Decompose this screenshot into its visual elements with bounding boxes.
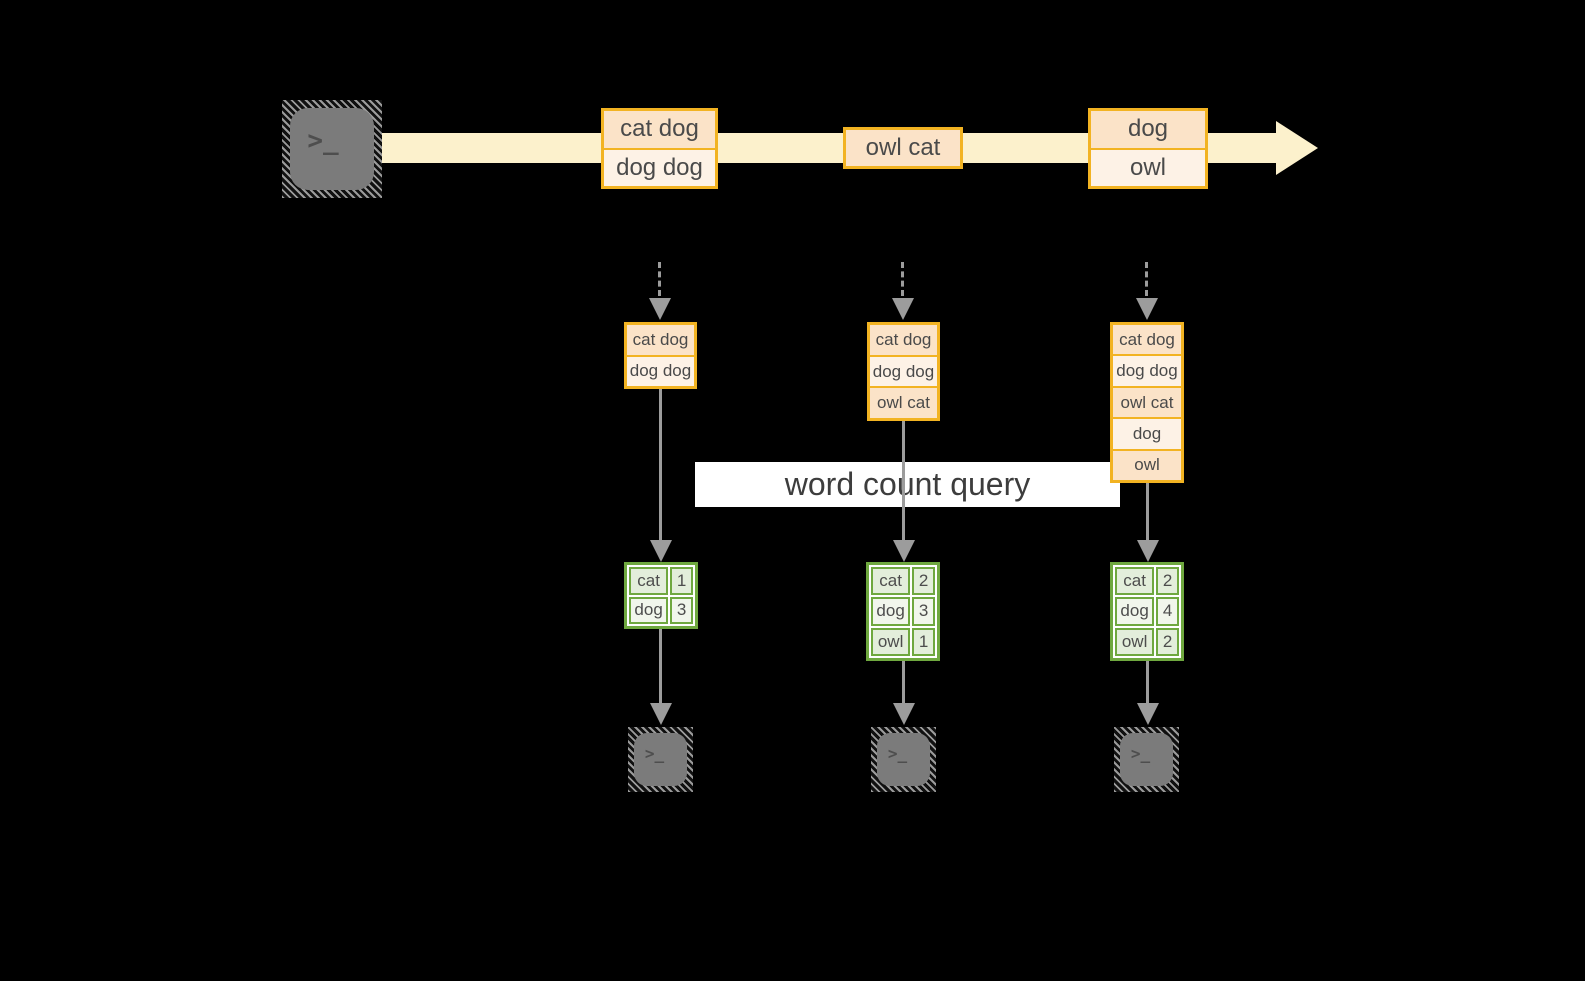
table-cell-count: 3	[912, 597, 935, 626]
table-cell-count: 4	[1156, 597, 1179, 626]
query-arrow-line	[1146, 483, 1149, 542]
query-arrowhead-icon	[650, 540, 672, 562]
output-arrowhead-icon	[1137, 703, 1159, 725]
buffer-row: dog dog	[627, 354, 694, 386]
output-arrow-line	[902, 661, 905, 705]
terminal-screen: >_	[1120, 733, 1173, 786]
buffer-row: dog dog	[870, 354, 937, 387]
table-cell-count: 3	[670, 596, 693, 624]
table-cell-count: 1	[670, 567, 693, 595]
terminal-prompt-glyph: >_	[307, 126, 339, 156]
table-cell-word: owl	[1115, 627, 1155, 656]
buffer-row: cat dog	[1113, 325, 1181, 355]
batch-row: owl cat	[846, 130, 960, 166]
batch-row: cat dog	[604, 111, 715, 148]
query-banner: word count query	[695, 462, 1120, 507]
query-banner-label: word count query	[784, 466, 1031, 502]
ingest-arrow-line	[1145, 262, 1148, 296]
terminal-prompt-glyph: >_	[644, 744, 665, 763]
table-cell-word: cat	[629, 567, 669, 595]
buffer-row: owl	[1113, 448, 1181, 481]
word-count-table-2: cat 2 dog 3 owl 1	[866, 562, 940, 661]
source-terminal-icon: >_	[282, 100, 382, 198]
buffer-row: owl cat	[870, 386, 937, 419]
table-cell-word: dog	[1115, 597, 1155, 626]
table-cell-word: dog	[629, 596, 669, 624]
word-count-table-1: cat 1 dog 3	[624, 562, 698, 629]
output-arrowhead-icon	[650, 703, 672, 725]
buffer-row: owl cat	[1113, 385, 1181, 418]
word-count-table-3: cat 2 dog 4 owl 2	[1110, 562, 1184, 661]
terminal-screen: >_	[290, 108, 374, 190]
buffer-row: dog	[1113, 417, 1181, 449]
table-cell-count: 2	[1156, 627, 1179, 656]
batch-row: dog	[1091, 111, 1205, 148]
buffer-row: cat dog	[627, 325, 694, 355]
table-cell-word: dog	[871, 597, 911, 626]
table-cell-count: 1	[912, 627, 935, 656]
query-arrowhead-icon	[893, 540, 915, 562]
ingest-arrowhead-icon	[649, 298, 671, 320]
input-buffer-2: cat dog dog dog owl cat	[867, 322, 940, 421]
output-arrow-line	[1146, 661, 1149, 705]
ingest-arrow-line	[658, 262, 661, 296]
terminal-prompt-glyph: >_	[1130, 744, 1151, 763]
terminal-prompt-glyph: >_	[887, 744, 908, 763]
input-buffer-1: cat dog dog dog	[624, 322, 697, 389]
terminal-screen: >_	[634, 733, 687, 786]
table-cell-count: 2	[912, 567, 935, 596]
ingest-arrow-line	[901, 262, 904, 296]
stream-arrowhead-icon	[1276, 121, 1318, 175]
table-cell-word: owl	[871, 627, 911, 656]
batch-row: owl	[1091, 147, 1205, 186]
ingest-arrowhead-icon	[1136, 298, 1158, 320]
query-arrowhead-icon	[1137, 540, 1159, 562]
ingest-arrowhead-icon	[892, 298, 914, 320]
table-cell-word: cat	[1115, 567, 1155, 596]
output-terminal-icon: >_	[628, 727, 693, 792]
output-arrowhead-icon	[893, 703, 915, 725]
query-arrow-line	[902, 421, 905, 542]
output-terminal-icon: >_	[871, 727, 936, 792]
buffer-row: cat dog	[870, 325, 937, 355]
stream-batch-1: cat dog dog dog	[601, 108, 718, 189]
buffer-row: dog dog	[1113, 354, 1181, 386]
query-arrow-line	[659, 389, 662, 542]
stream-batch-2: owl cat	[843, 127, 963, 169]
input-buffer-3: cat dog dog dog owl cat dog owl	[1110, 322, 1184, 483]
table-cell-word: cat	[871, 567, 911, 596]
output-arrow-line	[659, 629, 662, 705]
terminal-screen: >_	[877, 733, 930, 786]
batch-row: dog dog	[604, 147, 715, 186]
stream-batch-3: dog owl	[1088, 108, 1208, 189]
output-terminal-icon: >_	[1114, 727, 1179, 792]
table-cell-count: 2	[1156, 567, 1179, 596]
